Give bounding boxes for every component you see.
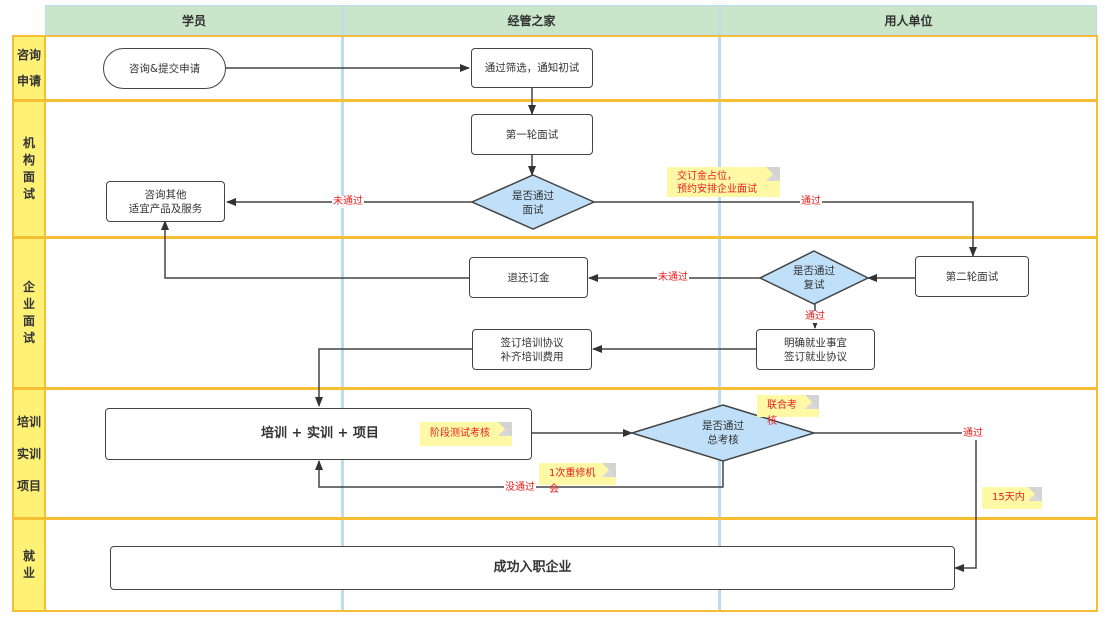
note-fold-icon [766, 167, 780, 181]
decision-pass-interview-label: 是否通过 面试 [512, 190, 554, 216]
column-divider [341, 35, 344, 612]
note-fold-icon [498, 422, 512, 436]
decision-pass-final-label: 是否通过 总考核 [702, 420, 744, 446]
note-fold-icon [1028, 487, 1042, 501]
edge-label-pass-interview: 通过 [800, 196, 822, 208]
column-header-student: 学员 [45, 5, 343, 35]
note-within-days-text: 15天内 [992, 492, 1025, 503]
node-consult-apply[interactable]: 咨询&提交申请 [103, 48, 226, 89]
note-fold-icon [602, 463, 616, 477]
lane-label-employment: 就 业 [12, 518, 46, 612]
edge-label-fail-interview: 未通过 [332, 196, 364, 208]
node-other-products[interactable]: 咨询其他 适宜产品及服务 [106, 181, 225, 222]
column-header-employer: 用人单位 [720, 5, 1097, 35]
lane-employment [45, 518, 1098, 612]
edge-label-pass-reexam: 通过 [804, 311, 826, 323]
decision-pass-reexam [758, 250, 870, 305]
edge-refund-to-other [161, 220, 469, 279]
decision-pass-interview [470, 174, 596, 230]
edge-label-pass-final: 通过 [962, 428, 984, 440]
edge-sign-to-training [315, 348, 472, 407]
note-within-days: 15天内 [982, 487, 1042, 509]
edge-label-fail-reexam: 未通过 [657, 272, 689, 284]
lane-label-consult: 咨询 申请 [12, 35, 46, 101]
note-deposit-text: 交订金占位， 预约安排企业面试 [677, 171, 757, 195]
decision-pass-final [629, 404, 817, 462]
node-confirm-employment[interactable]: 明确就业事宜 签订就业协议 [756, 329, 875, 370]
note-retake: 1次重修机会 [539, 463, 616, 495]
note-stage-test: 阶段测试考核 [420, 422, 512, 446]
edge-pass-interview [594, 201, 977, 257]
column-divider [718, 35, 721, 612]
note-joint-review-text: 联合考核 [767, 400, 797, 427]
node-screening[interactable]: 通过筛选，通知初试 [471, 48, 593, 88]
edge-label-fail-final: 没通过 [504, 482, 536, 494]
note-joint-review: 联合考核 [757, 395, 819, 427]
lane-label-company-interview: 企 业 面 试 [12, 237, 46, 389]
decision-pass-reexam-label: 是否通过 复试 [793, 265, 835, 291]
node-employed[interactable]: 成功入职企业 [110, 546, 955, 590]
note-deposit: 交订金占位， 预约安排企业面试 [667, 167, 780, 197]
edge-pass-final [814, 432, 977, 572]
note-fold-icon [805, 395, 819, 409]
column-header-jgzj: 经管之家 [343, 5, 720, 35]
node-first-interview[interactable]: 第一轮面试 [471, 114, 593, 155]
node-second-interview[interactable]: 第二轮面试 [915, 256, 1029, 297]
note-stage-test-text: 阶段测试考核 [430, 428, 490, 439]
node-refund-deposit[interactable]: 退还订金 [469, 257, 588, 298]
note-retake-text: 1次重修机会 [549, 468, 596, 495]
node-sign-training[interactable]: 签订培训协议 补齐培训费用 [472, 329, 592, 370]
